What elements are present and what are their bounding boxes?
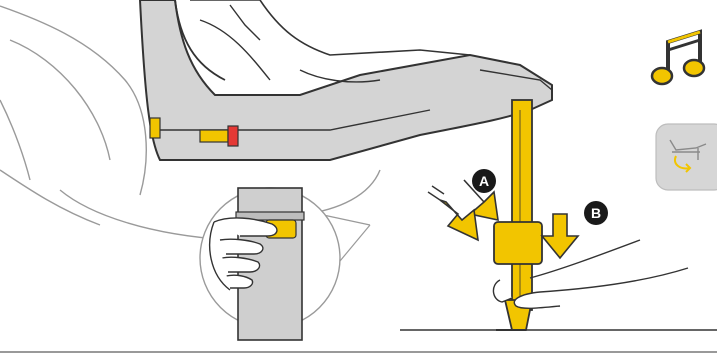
leg-adjust-sleeve xyxy=(494,222,542,264)
step-a-label: A xyxy=(479,173,489,189)
status-panel xyxy=(656,124,717,190)
music-note-icon xyxy=(652,32,704,84)
car-seat-base xyxy=(140,0,552,160)
down-direction-arrow xyxy=(542,214,578,258)
step-a-marker: A xyxy=(472,169,496,193)
detail-magnifier xyxy=(200,188,370,340)
isofix-connector-left xyxy=(150,118,160,138)
step-b-marker: B xyxy=(584,201,608,225)
step-b-label: B xyxy=(591,205,601,221)
